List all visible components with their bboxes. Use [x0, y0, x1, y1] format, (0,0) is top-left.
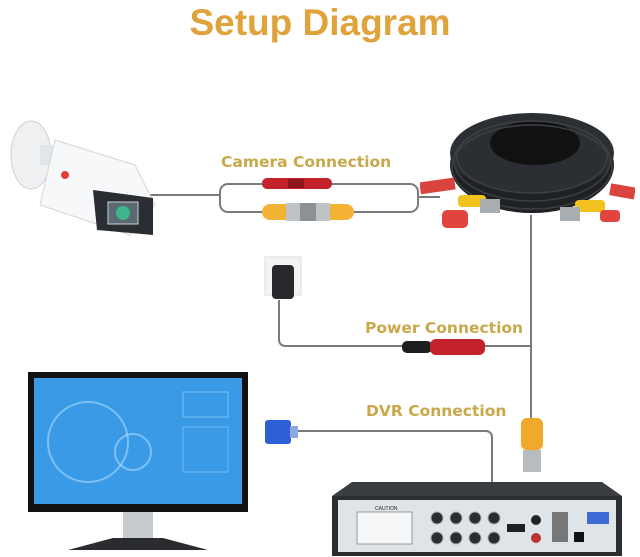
- bnc-ports: [430, 511, 501, 545]
- bnc-dvr-connector: [521, 418, 543, 472]
- brand-logo-icon: [61, 171, 69, 179]
- power-wire: [278, 300, 531, 347]
- power-adapter: [264, 256, 302, 299]
- power-connection-label: Power Connection: [365, 319, 524, 337]
- bullet-camera: [10, 120, 156, 236]
- camera-split-wire: [219, 183, 419, 213]
- vga-wire: [290, 430, 493, 483]
- bnc-video-connector: [262, 203, 354, 221]
- power-dc-connector: [402, 339, 485, 355]
- vga-plug: [265, 420, 298, 444]
- camera-connection-label: Camera Connection: [221, 153, 392, 171]
- dvr-recorder: CAUTION: [332, 482, 622, 556]
- bnc-cable-reel: [420, 113, 635, 228]
- dvr-caption: CAUTION: [375, 506, 398, 512]
- power-plug-red: [262, 178, 332, 189]
- dvr-connection-label: DVR Connection: [366, 402, 507, 420]
- diagram-title: Setup Diagram: [189, 2, 451, 43]
- monitor: [28, 372, 248, 550]
